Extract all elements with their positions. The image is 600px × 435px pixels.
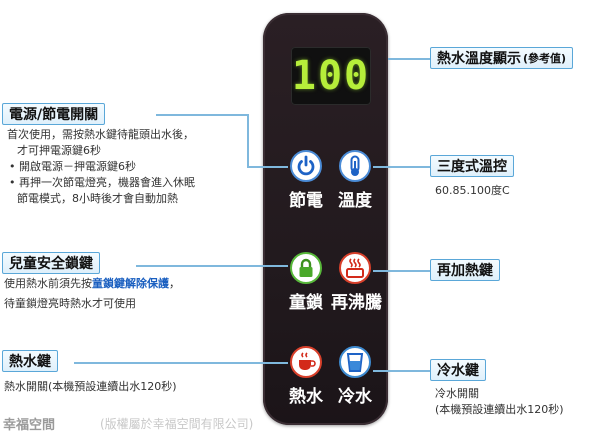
connector-power-v [247, 114, 249, 167]
brand-watermark: 幸福空間 [3, 418, 56, 433]
child-lock-line-1-post: ， [169, 277, 180, 290]
cold-water-title: 冷水鍵 [437, 363, 479, 379]
cold-water-button[interactable] [339, 346, 371, 378]
child-lock-line-1-pre: 使用熱水前須先按 [4, 277, 92, 290]
child-lock-desc: 使用熱水前須先按童鎖鍵解除保護， 待童鎖燈亮時熱水才可使用 [4, 276, 180, 312]
child-lock-line-1: 使用熱水前須先按童鎖鍵解除保護， [4, 276, 180, 292]
connector-hotwater [74, 362, 288, 364]
child-lock-highlight: 童鎖鍵解除保護 [92, 277, 169, 290]
power-desc-line-1: 首次使用，需按熱水鍵待龍頭出水後， [7, 128, 194, 141]
child-lock-button[interactable] [290, 252, 322, 284]
child-lock-tag: 兒童安全鎖鍵 [2, 252, 100, 274]
hot-water-button[interactable] [290, 346, 322, 378]
heating-pot-icon [346, 258, 364, 278]
connector-childlock [136, 265, 288, 267]
child-lock-line-2: 待童鎖燈亮時熱水才可使用 [4, 297, 136, 310]
reboil-label: 再沸騰 [331, 293, 382, 313]
power-desc: 首次使用，需按熱水鍵待龍頭出水後， 才可押電源鍵6秒 • 開啟電源－押電源鍵6秒… [7, 127, 195, 207]
temperature-display: 100 [291, 47, 371, 105]
temp-control-title: 三度式溫控 [437, 159, 507, 175]
hot-water-title: 熱水鍵 [9, 354, 51, 370]
temp-button-label: 溫度 [338, 191, 372, 211]
thermometer-icon [350, 155, 360, 176]
display-temp-note: (參考值) [523, 52, 567, 65]
power-tag: 電源/節電開關 [2, 103, 106, 125]
cold-water-desc-2: (本機預設連續出水120秒) [435, 403, 564, 416]
reboil-tag: 再加熱鍵 [430, 259, 500, 281]
display-temp-tag: 熱水溫度顯示 (參考值) [430, 47, 574, 69]
hot-cup-icon [299, 352, 316, 370]
child-lock-title: 兒童安全鎖鍵 [9, 256, 93, 272]
hot-water-desc: 熱水開關(本機預設連續出水120秒) [4, 380, 177, 393]
connector-temp [373, 166, 430, 168]
power-desc-line-4: • 再押一次節電燈亮，機器會進入休眠 [9, 176, 195, 189]
power-button[interactable] [290, 150, 322, 182]
connector-power-h [156, 114, 248, 116]
temperature-value: 100 [291, 53, 371, 99]
power-desc-line-3: • 開啟電源－押電源鍵6秒 [9, 160, 136, 173]
power-desc-line-2: 才可押電源鍵6秒 [17, 144, 101, 157]
connector-display [388, 58, 430, 60]
temp-control-tag: 三度式溫控 [430, 155, 514, 177]
temp-control-desc: 60.85.100度C [435, 184, 510, 197]
cold-water-desc-1: 冷水開關 [435, 387, 479, 400]
display-temp-title: 熱水溫度顯示 [437, 51, 521, 67]
power-tag-title: 電源/節電開關 [9, 107, 99, 123]
child-lock-label: 童鎖 [289, 293, 323, 313]
water-cup-icon [346, 353, 364, 372]
reboil-title: 再加熱鍵 [437, 263, 493, 279]
padlock-icon [299, 258, 313, 277]
connector-coldwater [373, 370, 430, 372]
cold-water-tag: 冷水鍵 [430, 359, 486, 381]
connector-reboil [373, 270, 430, 272]
hot-water-tag: 熱水鍵 [2, 350, 58, 372]
cold-water-label: 冷水 [338, 387, 372, 407]
power-icon [297, 155, 315, 176]
connector-power-h2 [247, 166, 288, 168]
temp-button[interactable] [339, 150, 371, 182]
power-desc-line-5: 節電模式，8小時後才會自動加熱 [17, 192, 178, 205]
power-button-label: 節電 [289, 191, 323, 211]
copyright-watermark: (版權屬於幸福空間有限公司) [100, 417, 254, 431]
hot-water-label: 熱水 [289, 387, 323, 407]
reboil-button[interactable] [339, 252, 371, 284]
cold-water-desc: 冷水開關 (本機預設連續出水120秒) [435, 386, 564, 418]
